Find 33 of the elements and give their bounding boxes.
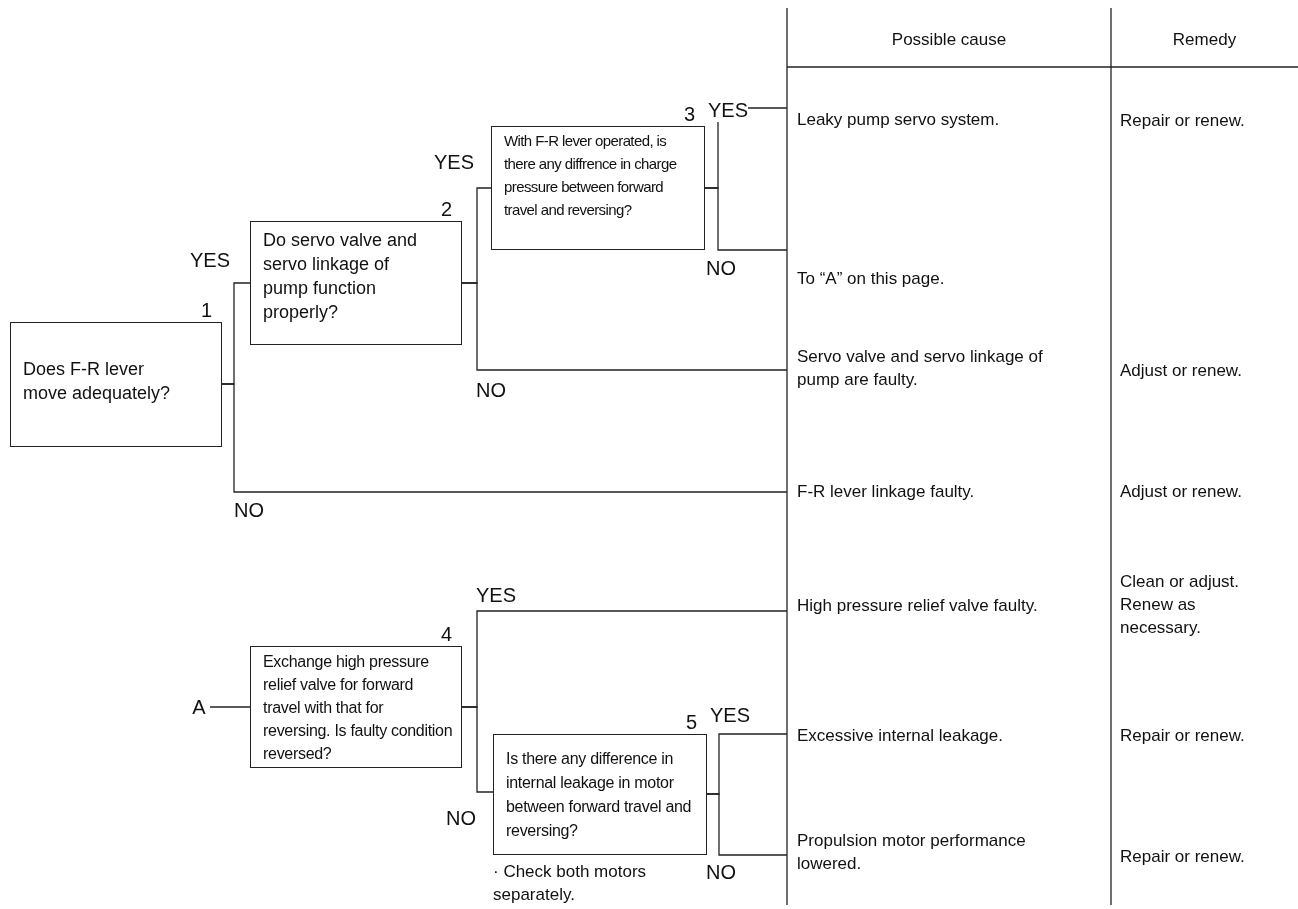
question-box: With F-R lever operated, is there any diffrence in charge pressure between forward travel and reversing? (491, 126, 705, 250)
cause-text: To “A” on this page. (797, 268, 946, 290)
connector-line (221, 383, 788, 493)
cause-text: Servo valve and servo linkage of pump are faulty. (797, 346, 1044, 391)
connector-line (461, 706, 494, 793)
connector-label: A (188, 694, 210, 720)
connector-line (461, 282, 788, 371)
remedy-text: Clean or adjust. Renew as necessary. (1120, 571, 1241, 639)
cause-text: Leaky pump servo system. (797, 109, 1001, 131)
remedy-text: Adjust or renew. (1120, 360, 1243, 382)
remedy-text: Repair or renew. (1120, 110, 1246, 132)
cause-text: F-R lever linkage faulty. (797, 481, 976, 503)
cause-text: High pressure relief valve faulty. (797, 595, 1039, 617)
remedy-text: Repair or renew. (1120, 725, 1246, 747)
cause-text: Excessive internal leakage. (797, 725, 1004, 747)
question-box: Do servo valve and servo linkage of pump function properly? (250, 221, 462, 345)
step-number: 1 (200, 298, 213, 322)
column-header: Possible cause (890, 29, 1008, 51)
connector-line (209, 706, 251, 708)
question-box: Exchange high pressure relief valve for forward travel with that for reversing. Is faulty condition reversed? (250, 646, 462, 768)
step-number: 4 (440, 622, 453, 646)
step-number: 2 (440, 197, 453, 221)
note-text: · Check both motors separately. (493, 861, 648, 906)
step-number: 5 (685, 710, 698, 734)
connector-line (706, 793, 788, 856)
step-number: 3 (683, 102, 696, 126)
cause-text: Propulsion motor performance lowered. (797, 830, 1027, 875)
connector-line (704, 187, 788, 251)
question-box: Does F-R lever move adequately? (10, 322, 222, 447)
column-header: Remedy (1171, 29, 1238, 51)
remedy-text: Repair or renew. (1120, 846, 1246, 868)
question-box: Is there any difference in internal leakage in motor between forward travel and reversing? (493, 734, 707, 855)
remedy-text: Adjust or renew. (1120, 481, 1243, 503)
